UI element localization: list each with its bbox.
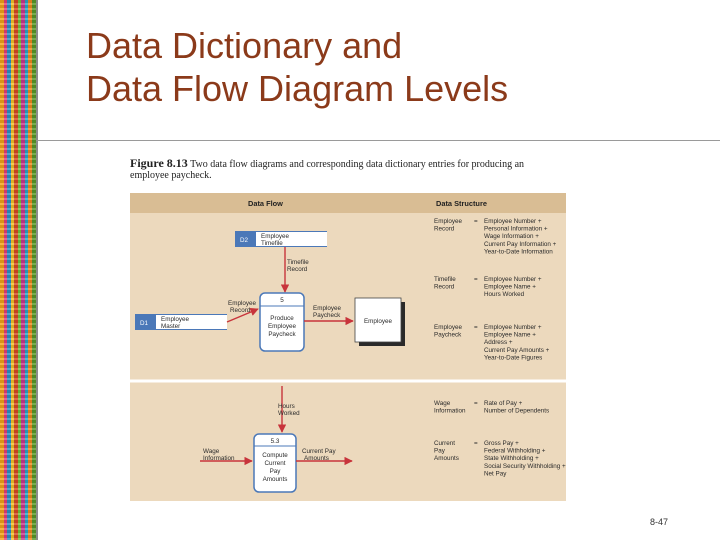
flow-current-pay-amounts-label-2: Amounts: [304, 455, 329, 462]
figure-diagram: Data Flow Data Structure D2 Employee Tim…: [130, 193, 566, 501]
data-store-d2-id: D2: [240, 237, 249, 244]
dictionary-term: Record: [434, 284, 455, 291]
dictionary-equals: =: [474, 218, 478, 225]
process-5-label-1: Produce: [270, 315, 294, 322]
dictionary-term: Wage: [434, 400, 451, 407]
dictionary-term: Paycheck: [434, 332, 462, 339]
dictionary-equals: =: [474, 400, 478, 407]
slide-title-line2: Data Flow Diagram Levels: [86, 67, 508, 110]
dictionary-item: State Withholding +: [484, 455, 539, 462]
process-5-label-2: Employee: [268, 323, 296, 330]
dictionary-item: Year-to-Date Figures: [484, 354, 542, 361]
dictionary-item: Year-to-Date Information: [484, 248, 553, 255]
slide-title-line1: Data Dictionary and: [86, 24, 508, 67]
slide-title: Data Dictionary and Data Flow Diagram Le…: [86, 24, 508, 110]
process-5-3-label-4: Amounts: [263, 476, 288, 483]
dictionary-equals: =: [474, 276, 478, 283]
flow-wage-information-label-1: Wage: [203, 448, 220, 455]
dictionary-item: Employee Number +: [484, 218, 542, 225]
page-number: 8-47: [650, 517, 668, 527]
figure-caption: Figure 8.13 Two data flow diagrams and c…: [130, 158, 570, 181]
dictionary-item: Federal Withholding +: [484, 448, 546, 455]
data-store-d1-id: D1: [140, 320, 149, 327]
flow-employee-paycheck-label-1: Employee: [313, 305, 341, 312]
process-5-3-label-3: Pay: [270, 468, 282, 475]
figure-label: Figure 8.13: [130, 156, 188, 170]
dictionary-equals: =: [474, 324, 478, 331]
dictionary-item: Rate of Pay +: [484, 400, 523, 407]
process-5-3-label-1: Compute: [262, 452, 288, 459]
dictionary-item: Social Security Withholding +: [484, 463, 566, 470]
decorative-stripes: [0, 0, 36, 540]
dictionary-item: Net Pay: [484, 470, 507, 477]
dictionary-term: Record: [434, 226, 455, 233]
data-store-d2-name-2: Timefile: [261, 240, 283, 247]
figure-panel: Data Flow Data Structure D2 Employee Tim…: [130, 193, 566, 501]
dictionary-item: Personal Information +: [484, 226, 548, 233]
dictionary-term: Current: [434, 440, 455, 447]
dictionary-item: Current Pay Information +: [484, 241, 557, 248]
flow-hours-worked-label-1: Hours: [278, 403, 295, 410]
dictionary-term: Timefile: [434, 276, 456, 283]
dictionary-term: Amounts: [434, 455, 459, 462]
process-5-3-label-2: Current: [265, 460, 286, 467]
dictionary-item: Gross Pay +: [484, 440, 519, 447]
dictionary-item: Current Pay Amounts +: [484, 347, 550, 354]
data-store-d1-name-1: Employee: [161, 316, 189, 323]
process-5-label-3: Paycheck: [268, 331, 296, 338]
flow-employee-paycheck-label-2: Paycheck: [313, 312, 341, 319]
dictionary-item: Employee Number +: [484, 276, 542, 283]
dictionary-item: Wage Information +: [484, 233, 539, 240]
flow-timefile-record-label-1: Timefile: [287, 259, 309, 266]
header-data-flow: Data Flow: [248, 199, 283, 208]
figure-caption-line2: employee paycheck.: [130, 170, 212, 181]
flow-timefile-record-label-2: Record: [287, 266, 308, 273]
dictionary-term: Information: [434, 408, 466, 415]
process-5-id: 5: [280, 297, 284, 304]
flow-wage-information-label-2: Information: [203, 455, 235, 462]
data-store-d2-name-1: Employee: [261, 233, 289, 240]
dictionary-item: Employee Number +: [484, 324, 542, 331]
flow-employee-record-label-1: Employee: [228, 300, 256, 307]
flow-hours-worked-label-2: Worked: [278, 410, 300, 417]
header-band: [130, 193, 566, 213]
title-divider-line: [36, 140, 720, 141]
dictionary-term: Employee: [434, 218, 462, 225]
figure-caption-line1: Two data flow diagrams and corresponding…: [190, 159, 524, 170]
external-entity-label: Employee: [364, 318, 392, 325]
dictionary-item: Employee Name +: [484, 284, 536, 291]
dictionary-item: Address +: [484, 339, 513, 346]
left-border-line: [36, 0, 38, 540]
data-store-d1-name-2: Master: [161, 323, 180, 330]
dictionary-term: Pay: [434, 448, 446, 455]
flow-current-pay-amounts-label-1: Current Pay: [302, 448, 336, 455]
dictionary-item: Hours Worked: [484, 291, 525, 298]
dictionary-equals: =: [474, 440, 478, 447]
dictionary-term: Employee: [434, 324, 462, 331]
process-5-3-id: 5.3: [271, 438, 280, 445]
header-data-structure: Data Structure: [436, 199, 487, 208]
dictionary-item: Employee Name +: [484, 332, 536, 339]
dictionary-item: Number of Dependents: [484, 408, 549, 415]
flow-employee-record-label-2: Record: [230, 307, 251, 314]
